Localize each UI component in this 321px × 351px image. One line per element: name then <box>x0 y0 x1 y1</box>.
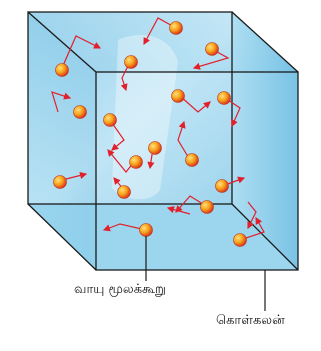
gas-molecule-icon <box>149 142 162 155</box>
gas-molecule-icon <box>74 106 87 119</box>
container-box <box>28 12 298 270</box>
gas-molecule-icon <box>216 180 229 193</box>
gas-molecule-icon <box>172 90 185 103</box>
gas-molecule-icon <box>54 176 67 189</box>
gas-molecule-icon <box>104 114 117 127</box>
container-label: கொள்கலன் <box>216 313 285 329</box>
gas-molecule-icon <box>186 154 199 167</box>
gas-molecule-icon <box>56 64 69 77</box>
gas-molecule-label: வாயு மூலக்கூறு <box>74 282 166 298</box>
gas-molecule-icon <box>130 156 143 169</box>
gas-molecule-icon <box>125 56 138 69</box>
gas-molecule-icon <box>201 201 214 214</box>
gas-molecule-icon <box>140 224 153 237</box>
gas-molecule-icon <box>218 92 231 105</box>
gas-molecule-icon <box>170 22 183 35</box>
gas-molecule-icon <box>206 43 219 56</box>
gas-molecule-icon <box>234 234 247 247</box>
gas-molecule-icon <box>118 186 131 199</box>
